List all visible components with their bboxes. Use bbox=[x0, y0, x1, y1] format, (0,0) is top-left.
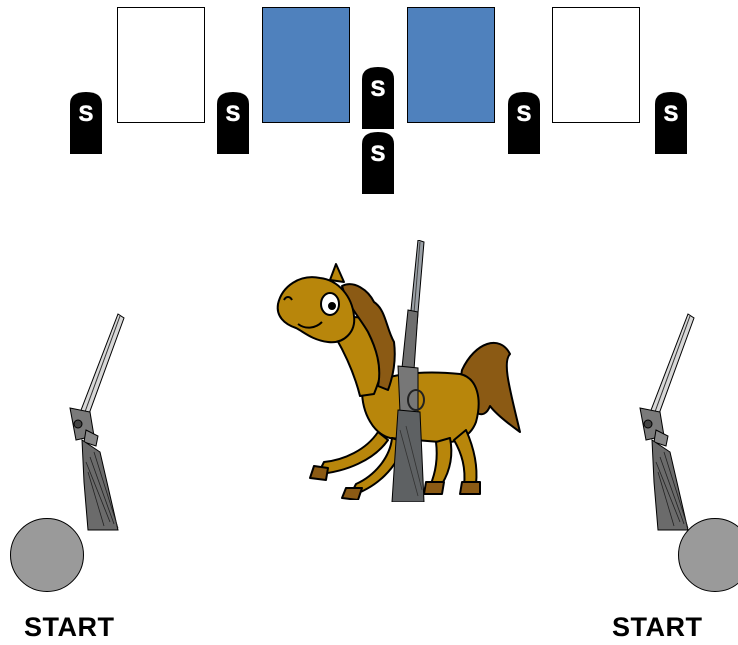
horse-icon bbox=[270, 262, 526, 501]
marker-shape bbox=[508, 92, 540, 154]
rifle-icon bbox=[378, 239, 438, 503]
marker-s-3: S bbox=[362, 67, 394, 129]
barrel-right bbox=[678, 518, 738, 592]
target-2 bbox=[262, 7, 350, 123]
marker-letter: S bbox=[226, 101, 241, 126]
marker-s-4: S bbox=[362, 132, 394, 194]
shotgun-right-icon bbox=[630, 312, 700, 532]
marker-shape bbox=[362, 132, 394, 194]
marker-s-2: S bbox=[217, 92, 249, 154]
marker-s-5: S bbox=[508, 92, 540, 154]
marker-shape bbox=[362, 67, 394, 129]
marker-shape bbox=[70, 92, 102, 154]
marker-letter: S bbox=[517, 101, 532, 126]
marker-s-6: S bbox=[655, 92, 687, 154]
marker-letter: S bbox=[664, 101, 679, 126]
marker-letter: S bbox=[79, 101, 94, 126]
marker-letter: S bbox=[371, 141, 386, 166]
shotgun-left-icon bbox=[60, 312, 130, 532]
start-label-right: START bbox=[612, 612, 703, 642]
marker-letter: S bbox=[371, 76, 386, 101]
target-3 bbox=[407, 7, 495, 123]
marker-shape bbox=[655, 92, 687, 154]
target-4 bbox=[552, 7, 640, 123]
marker-s-1: S bbox=[70, 92, 102, 154]
target-1 bbox=[117, 7, 205, 123]
start-label-left: START bbox=[24, 612, 115, 642]
marker-shape bbox=[217, 92, 249, 154]
barrel-left bbox=[10, 518, 84, 592]
